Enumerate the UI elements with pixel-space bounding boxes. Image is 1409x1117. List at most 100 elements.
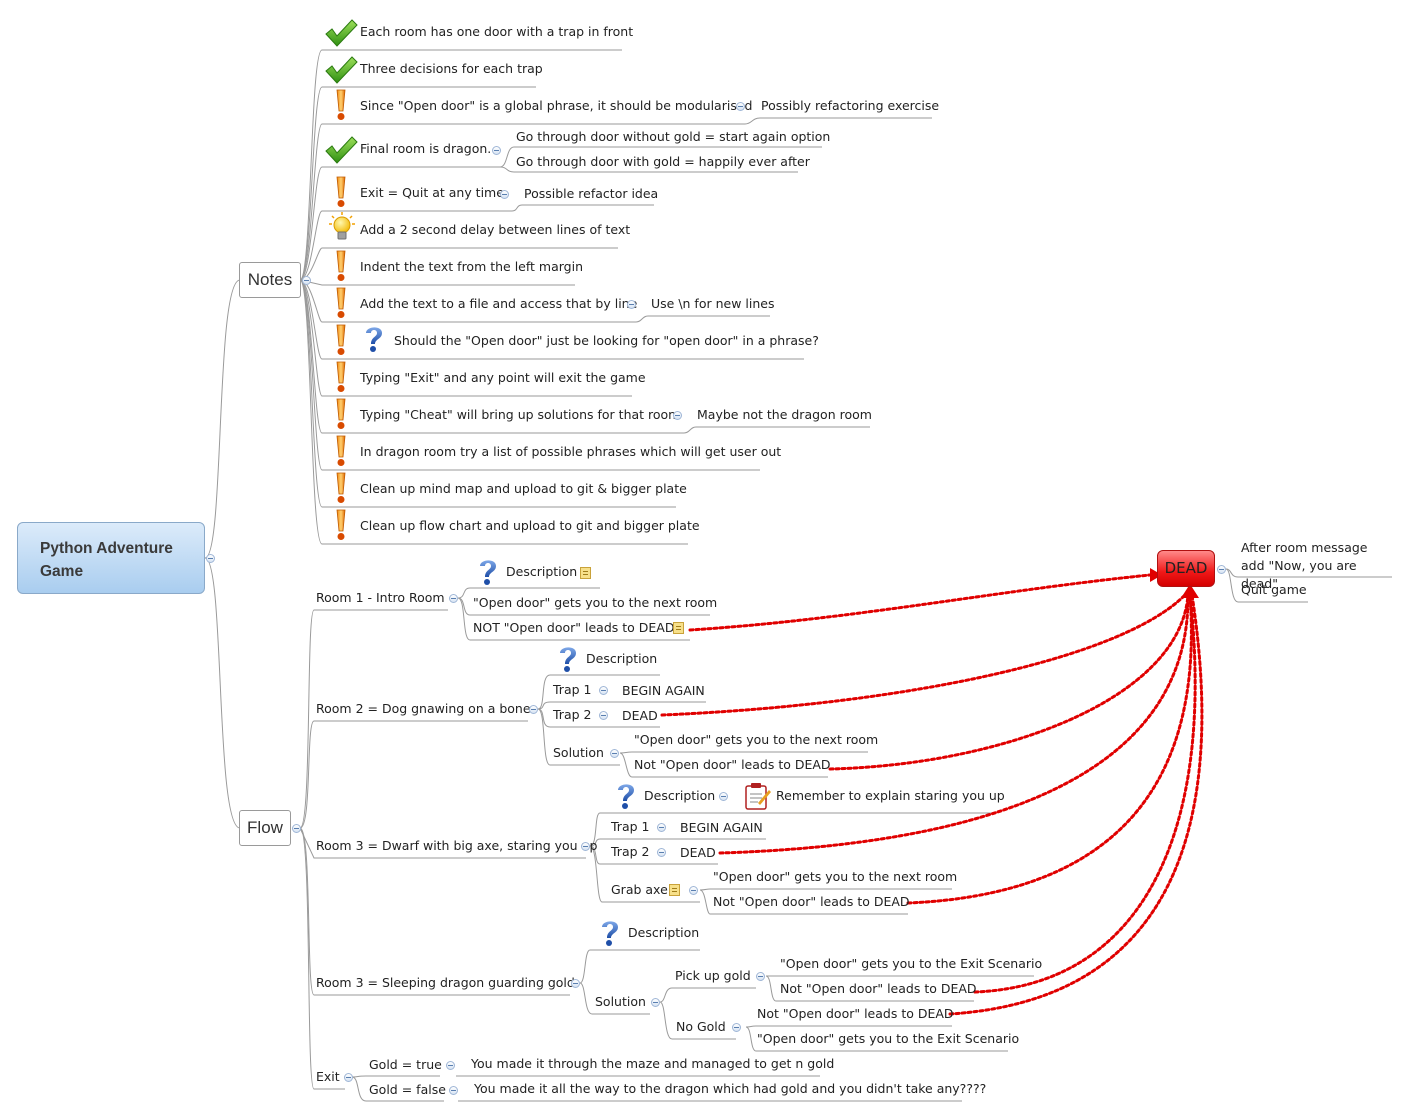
note-item[interactable]: Typing "Cheat" will bring up solutions f… xyxy=(360,407,681,422)
collapse-toggle[interactable] xyxy=(302,276,311,285)
collapse-toggle[interactable] xyxy=(571,979,580,988)
note-child[interactable]: Go through door with gold = happily ever… xyxy=(516,154,810,169)
room3-topic[interactable]: Room 3 = Dwarf with big axe, staring you… xyxy=(316,838,598,853)
note-item[interactable]: Indent the text from the left margin xyxy=(360,259,584,274)
flow-leaf[interactable]: You made it all the way to the dragon wh… xyxy=(474,1081,987,1096)
room4-topic[interactable]: Room 3 = Sleeping dragon guarding gold xyxy=(316,975,575,990)
collapse-toggle[interactable] xyxy=(449,594,458,603)
exclamation-icon xyxy=(336,472,346,503)
description-label[interactable]: Description xyxy=(506,564,578,579)
flow-leaf[interactable]: Remember to explain staring you up xyxy=(776,788,1005,803)
collapse-toggle[interactable] xyxy=(627,300,636,309)
collapse-toggle[interactable] xyxy=(689,886,698,895)
note-child[interactable]: Go through door without gold = start aga… xyxy=(516,129,831,144)
trap-label[interactable]: Trap 1 xyxy=(553,682,592,697)
check-icon xyxy=(325,56,358,84)
room1-topic[interactable]: Room 1 - Intro Room xyxy=(316,590,445,605)
flow-leaf[interactable]: "Open door" gets you to the Exit Scenari… xyxy=(780,956,1043,971)
collapse-toggle[interactable] xyxy=(492,146,501,155)
gold-false-label[interactable]: Gold = false xyxy=(369,1082,446,1097)
description-label[interactable]: Description xyxy=(628,925,700,940)
question-icon xyxy=(480,560,496,585)
flow-leaf[interactable]: BEGIN AGAIN xyxy=(622,683,705,698)
flow-leaf[interactable]: NOT "Open door" leads to DEAD xyxy=(473,620,675,635)
trap-label[interactable]: Trap 2 xyxy=(553,707,592,722)
collapse-toggle[interactable] xyxy=(719,792,728,801)
notes-topic[interactable]: Notes xyxy=(239,262,301,298)
note-child[interactable]: Use \n for new lines xyxy=(651,296,775,311)
flow-leaf[interactable]: "Open door" gets you to the next room xyxy=(473,595,718,610)
note-item[interactable]: Three decisions for each trap xyxy=(360,61,543,76)
flow-leaf[interactable]: You made it through the maze and managed… xyxy=(471,1056,835,1071)
collapse-toggle[interactable] xyxy=(657,823,666,832)
note-icon[interactable] xyxy=(580,567,591,579)
central-topic[interactable]: Python Adventure Game xyxy=(17,522,205,594)
note-item[interactable]: Clean up mind map and upload to git & bi… xyxy=(360,481,687,496)
pickup-gold-label[interactable]: Pick up gold xyxy=(675,968,751,983)
flow-leaf[interactable]: BEGIN AGAIN xyxy=(680,820,763,835)
note-item[interactable]: Final room is dragon. xyxy=(360,141,492,156)
no-gold-label[interactable]: No Gold xyxy=(676,1019,726,1034)
note-item[interactable]: Should the "Open door" just be looking f… xyxy=(394,333,819,348)
flow-topic[interactable]: Flow xyxy=(239,810,291,846)
flow-leaf[interactable]: Not "Open door" leads to DEAD xyxy=(780,981,977,996)
flow-leaf[interactable]: DEAD xyxy=(622,708,658,723)
collapse-toggle[interactable] xyxy=(292,824,301,833)
collapse-toggle[interactable] xyxy=(657,848,666,857)
collapse-toggle[interactable] xyxy=(529,705,538,714)
collapse-toggle[interactable] xyxy=(500,190,509,199)
collapse-toggle[interactable] xyxy=(449,1086,458,1095)
description-label[interactable]: Description xyxy=(586,651,658,666)
room2-topic[interactable]: Room 2 = Dog gnawing on a bone xyxy=(316,701,531,716)
note-item[interactable]: Exit = Quit at any time xyxy=(360,185,504,200)
collapse-toggle[interactable] xyxy=(732,1023,741,1032)
exclamation-icon xyxy=(336,176,346,207)
flow-leaf[interactable]: Not "Open door" leads to DEAD xyxy=(757,1006,954,1021)
note-icon[interactable] xyxy=(669,884,680,896)
collapse-toggle[interactable] xyxy=(446,1061,455,1070)
note-item[interactable]: Typing "Exit" and any point will exit th… xyxy=(360,370,646,385)
dead-topic[interactable]: DEAD xyxy=(1157,550,1215,587)
note-item[interactable]: Add the text to a file and access that b… xyxy=(360,296,638,311)
flow-leaf[interactable]: Not "Open door" leads to DEAD xyxy=(634,757,831,772)
note-icon[interactable] xyxy=(673,622,684,634)
collapse-toggle[interactable] xyxy=(736,102,745,111)
solution-label[interactable]: Solution xyxy=(595,994,646,1009)
exclamation-icon xyxy=(336,287,346,318)
collapse-toggle[interactable] xyxy=(344,1073,353,1082)
note-item[interactable]: Clean up flow chart and upload to git an… xyxy=(360,518,700,533)
note-item[interactable]: Since "Open door" is a global phrase, it… xyxy=(360,98,753,113)
collapse-toggle[interactable] xyxy=(651,998,660,1007)
collapse-toggle[interactable] xyxy=(599,711,608,720)
dead-message[interactable]: After room message add "Now, you are dea… xyxy=(1241,540,1368,591)
gold-true-label[interactable]: Gold = true xyxy=(369,1057,442,1072)
trap-label[interactable]: Trap 1 xyxy=(611,819,650,834)
question-icon xyxy=(618,784,634,809)
note-child[interactable]: Possible refactor idea xyxy=(524,186,659,201)
note-item[interactable]: In dragon room try a list of possible ph… xyxy=(360,444,782,459)
flow-leaf[interactable]: "Open door" gets you to the next room xyxy=(713,869,958,884)
note-child[interactable]: Possibly refactoring exercise xyxy=(761,98,940,113)
flow-leaf[interactable]: "Open door" gets you to the Exit Scenari… xyxy=(757,1031,1020,1046)
quit-game-label[interactable]: Quit game xyxy=(1241,582,1307,597)
exit-topic[interactable]: Exit xyxy=(316,1069,340,1084)
collapse-toggle[interactable] xyxy=(599,686,608,695)
solution-label[interactable]: Solution xyxy=(553,745,604,760)
collapse-toggle[interactable] xyxy=(610,749,619,758)
note-item[interactable]: Each room has one door with a trap in fr… xyxy=(360,24,634,39)
description-label[interactable]: Description xyxy=(644,788,716,803)
collapse-toggle[interactable] xyxy=(581,842,590,851)
flow-leaf[interactable]: "Open door" gets you to the next room xyxy=(634,732,879,747)
collapse-toggle[interactable] xyxy=(756,972,765,981)
grab-axe-label[interactable]: Grab axe xyxy=(611,882,668,897)
exclamation-icon xyxy=(336,361,346,392)
collapse-toggle[interactable] xyxy=(673,411,682,420)
trap-label[interactable]: Trap 2 xyxy=(611,844,650,859)
flow-leaf[interactable]: DEAD xyxy=(680,845,716,860)
central-topic-label: Python Adventure Game xyxy=(40,540,173,580)
note-child[interactable]: Maybe not the dragon room xyxy=(697,407,872,422)
flow-leaf[interactable]: Not "Open door" leads to DEAD xyxy=(713,894,910,909)
collapse-toggle[interactable] xyxy=(206,554,215,563)
collapse-toggle[interactable] xyxy=(1217,565,1226,574)
note-item[interactable]: Add a 2 second delay between lines of te… xyxy=(360,222,631,237)
